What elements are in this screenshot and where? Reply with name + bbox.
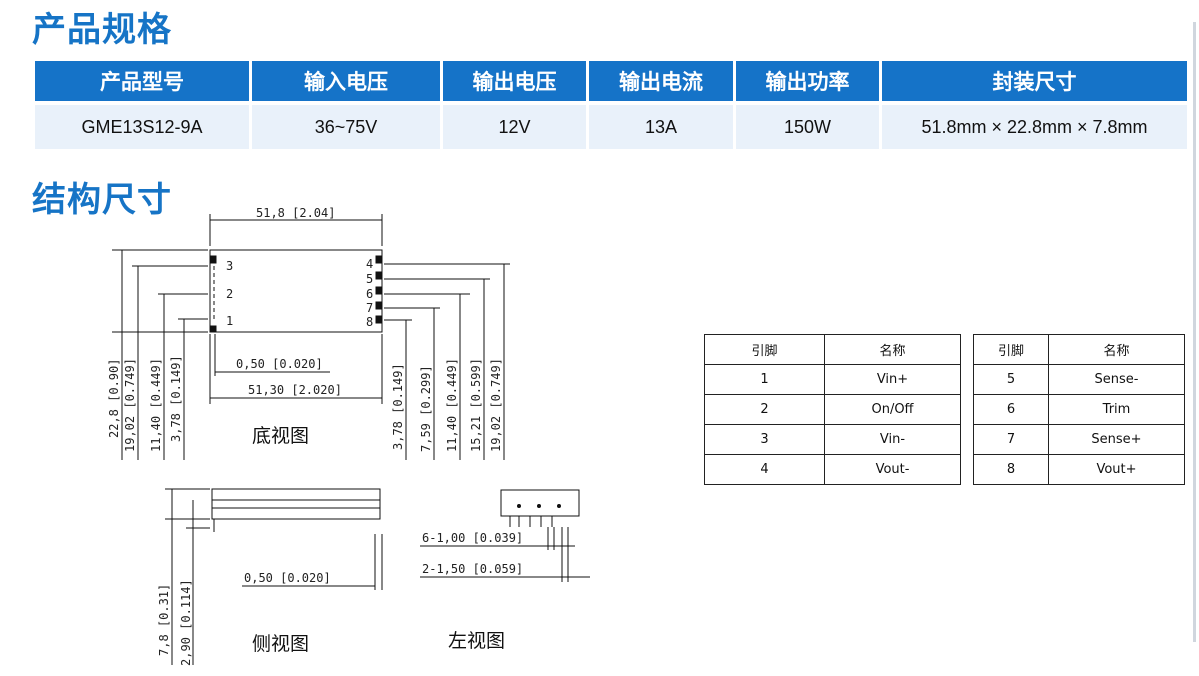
table-row: 8 Vout+: [973, 454, 1185, 485]
spec-header-output-current: 输出电流: [589, 61, 733, 101]
pin-3-marker: [210, 255, 217, 264]
dimension-right-pin-4: 19,02 [0.749]: [489, 358, 503, 452]
pin-table-header-row: 引脚 名称: [704, 334, 961, 365]
pin-name: Sense-: [1048, 364, 1185, 395]
bottom-view-label: 底视图: [252, 425, 309, 447]
spec-cell-package-size: 51.8mm × 22.8mm × 7.8mm: [882, 105, 1187, 149]
dimension-left-pin-3: 19,02 [0.749]: [123, 358, 137, 452]
structure-section-title: 结构尺寸: [32, 180, 172, 220]
table-row: 1 Vin+: [704, 364, 961, 395]
dimension-height: 7,8 [0.31]: [157, 584, 171, 656]
pin-name: Trim: [1048, 394, 1185, 425]
pin-1-marker: [210, 325, 217, 332]
dimension-overall-length: 51,8 [2.04]: [256, 206, 335, 220]
pin-label: 5: [366, 272, 373, 286]
table-row: 6 Trim: [973, 394, 1185, 425]
spec-header-output-power: 输出功率: [736, 61, 879, 101]
spec-header-input-voltage: 输入电压: [252, 61, 440, 101]
dimension-pin-diameter-2: 2-1,50 [0.059]: [422, 562, 523, 576]
pin-number: 2: [704, 394, 825, 425]
dimension-pin-diameter: 6-1,00 [0.039]: [422, 531, 523, 545]
table-row: 2 On/Off: [704, 394, 961, 425]
pin-label: 1: [226, 314, 233, 328]
spec-cell-model: GME13S12-9A: [35, 105, 249, 149]
pin-table-right: 引脚 名称 5 Sense- 6 Trim 7 Sense+ 8 Vout+: [973, 334, 1185, 485]
dimension-pin-length: 2,90 [0.114]: [179, 579, 193, 666]
spec-cell-output-power: 150W: [736, 105, 879, 149]
dimension-right-pin-7: 7,59 [0.299]: [419, 365, 433, 452]
pin-table-left: 引脚 名称 1 Vin+ 2 On/Off 3 Vin- 4 Vout-: [704, 334, 961, 485]
pin-name: Vout-: [824, 454, 961, 485]
pin-label: 6: [366, 287, 373, 301]
module-outline-left: [500, 489, 580, 517]
spec-table: 产品型号 输入电压 输出电压 输出电流 输出功率 封装尺寸 GME13S12-9…: [32, 61, 1190, 149]
pin-label: 8: [366, 315, 373, 329]
dimension-width: 22,8 [0.90]: [107, 359, 121, 438]
pin-name: Vout+: [1048, 454, 1185, 485]
pin-number: 1: [704, 364, 825, 395]
table-row: 5 Sense-: [973, 364, 1185, 395]
pin-number: 3: [704, 424, 825, 455]
module-outline-side: [211, 488, 381, 520]
pin-dot-1: [517, 504, 521, 508]
table-row: 4 Vout-: [704, 454, 961, 485]
pin-4-marker: [375, 255, 382, 264]
spec-table-header-row: 产品型号 输入电压 输出电压 输出电流 输出功率 封装尺寸: [35, 61, 1187, 101]
spec-section-title: 产品规格: [32, 10, 172, 50]
dimension-left-pin-2: 11,40 [0.449]: [149, 358, 163, 452]
pin-header-pin: 引脚: [704, 334, 825, 365]
pin-name: On/Off: [824, 394, 961, 425]
page-edge-rule: [1193, 22, 1196, 642]
pin-label: 4: [366, 257, 373, 271]
pin-header-name: 名称: [1048, 334, 1185, 365]
module-outline-bottom: [209, 249, 383, 333]
pin-number: 7: [973, 424, 1049, 455]
dimension-left-pin-1: 3,78 [0.149]: [169, 355, 183, 442]
pin-name: Vin+: [824, 364, 961, 395]
dimension-right-pin-8: 3,78 [0.149]: [391, 363, 405, 450]
spec-cell-output-current: 13A: [589, 105, 733, 149]
left-view-label: 左视图: [448, 630, 505, 652]
pin-5-marker: [375, 271, 382, 280]
pin-number: 4: [704, 454, 825, 485]
pin-number: 8: [973, 454, 1049, 485]
spec-header-package-size: 封装尺寸: [882, 61, 1187, 101]
dimension-side-pin-offset: 0,50 [0.020]: [244, 571, 331, 585]
spec-cell-output-voltage: 12V: [443, 105, 586, 149]
dimension-right-pin-5: 15,21 [0.599]: [469, 358, 483, 452]
pin-name: Sense+: [1048, 424, 1185, 455]
dimension-pin-offset: 0,50 [0.020]: [236, 357, 323, 371]
pin-table-header-row: 引脚 名称: [973, 334, 1185, 365]
pin-label: 7: [366, 301, 373, 315]
pin-6-marker: [375, 286, 382, 295]
pin-header-name: 名称: [824, 334, 961, 365]
table-row: 3 Vin-: [704, 424, 961, 455]
side-view-label: 侧视图: [252, 633, 309, 655]
dimension-pin-span: 51,30 [2.020]: [248, 383, 342, 397]
spec-table-row: GME13S12-9A 36~75V 12V 13A 150W 51.8mm ×…: [35, 105, 1187, 149]
pin-8-marker: [375, 315, 382, 324]
pin-label: 2: [226, 287, 233, 301]
pin-number: 5: [973, 364, 1049, 395]
pin-name: Vin-: [824, 424, 961, 455]
pin-header-pin: 引脚: [973, 334, 1049, 365]
pin-dot-2: [537, 504, 541, 508]
pin-number: 6: [973, 394, 1049, 425]
spec-header-output-voltage: 输出电压: [443, 61, 586, 101]
pin-label: 3: [226, 259, 233, 273]
table-row: 7 Sense+: [973, 424, 1185, 455]
pin-7-marker: [375, 301, 382, 310]
dimension-right-pin-6: 11,40 [0.449]: [445, 358, 459, 452]
spec-header-model: 产品型号: [35, 61, 249, 101]
pin-dot-3: [557, 504, 561, 508]
spec-cell-input-voltage: 36~75V: [252, 105, 440, 149]
